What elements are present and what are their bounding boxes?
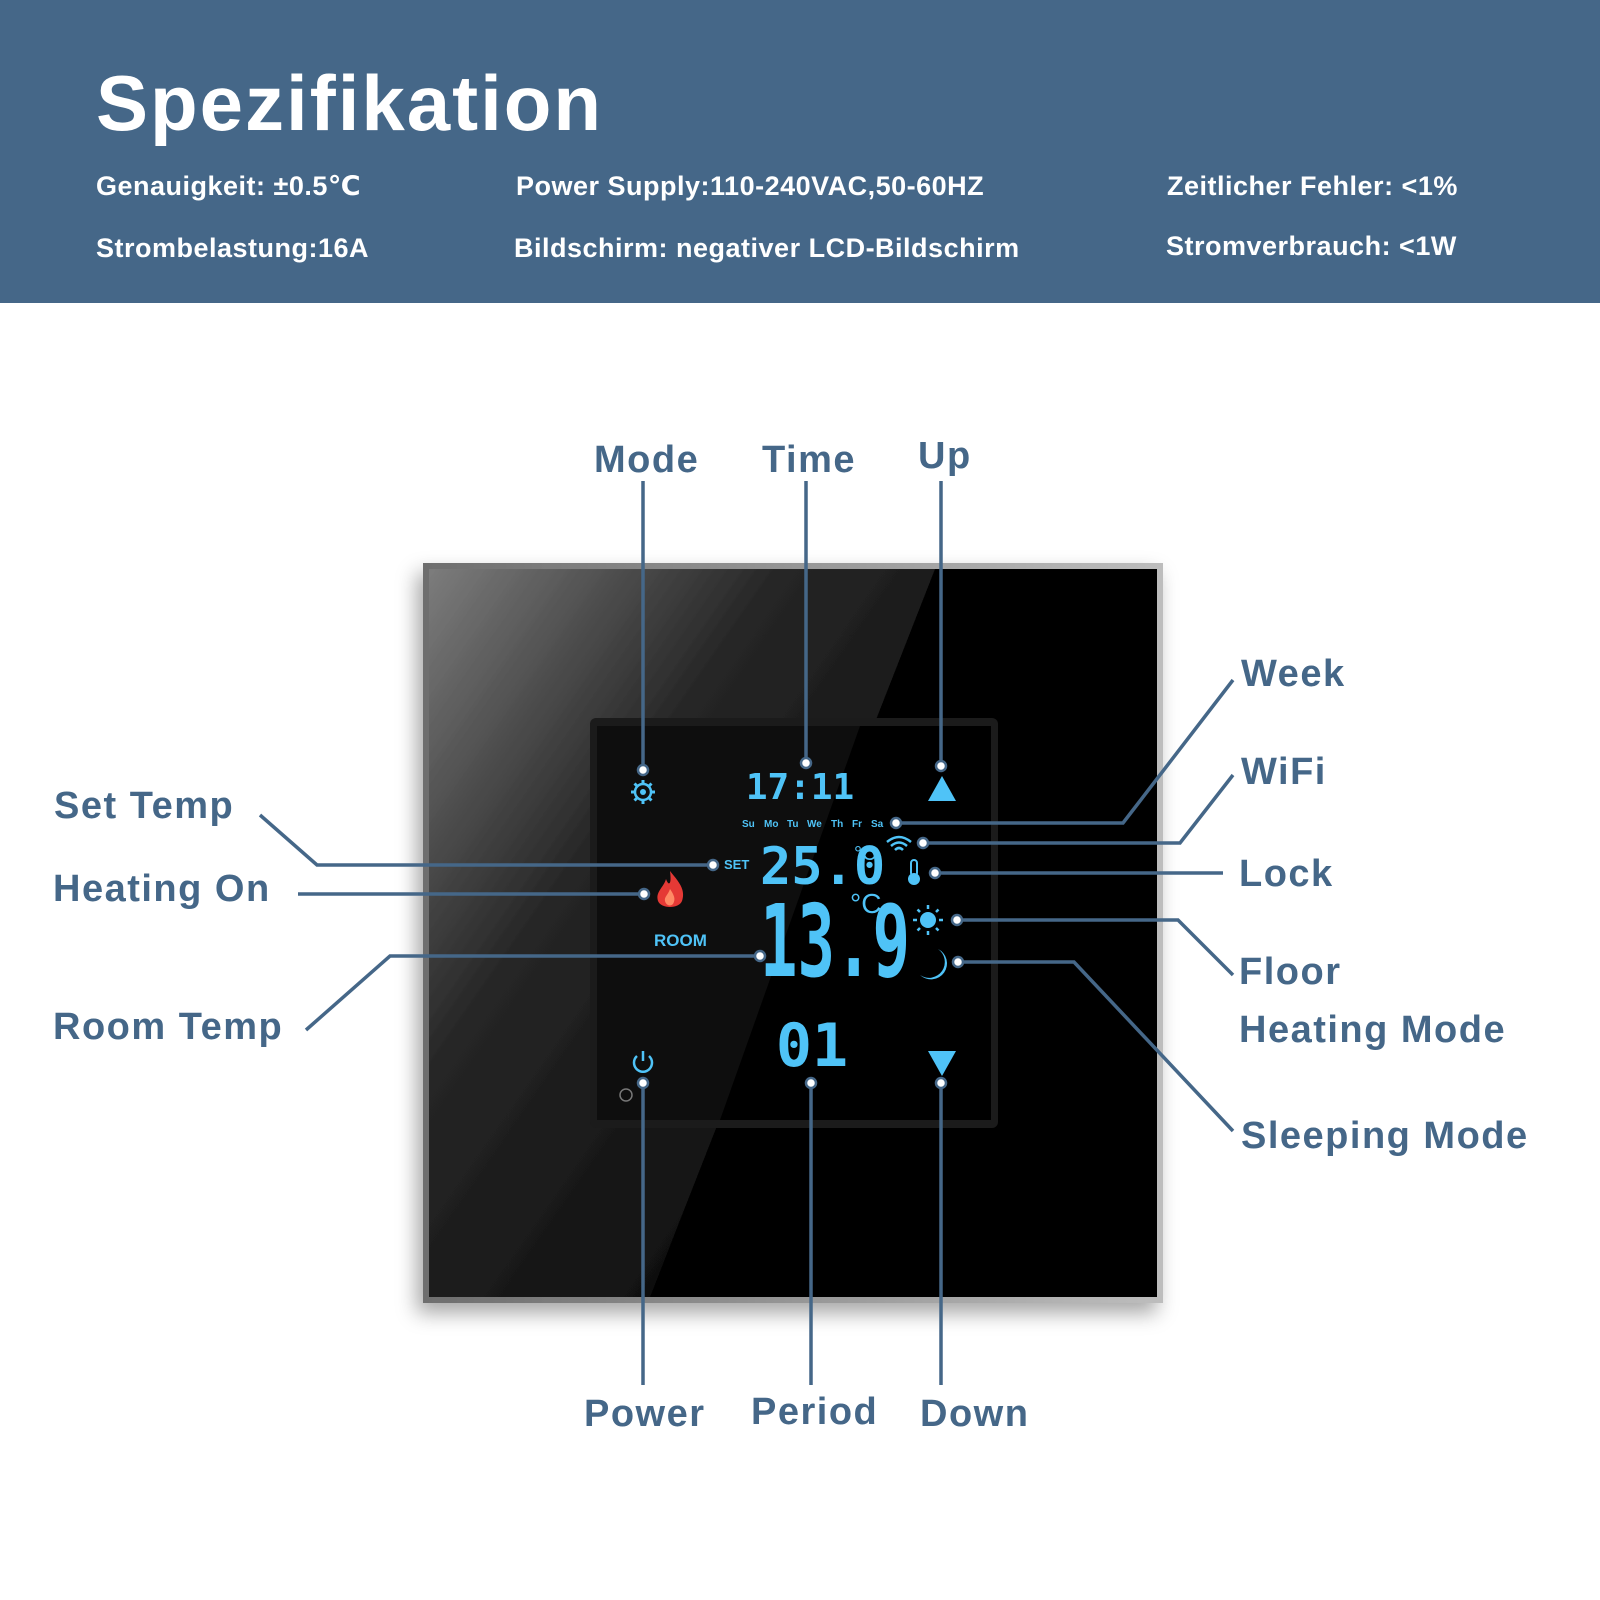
gear-icon[interactable] [631,780,655,804]
weekday-mo: Mo [764,819,778,830]
time-display: 17:11 [746,767,854,808]
weekday-fr: Fr [852,819,862,830]
label-lock: Lock [1239,853,1334,895]
label-heating-on: Heating On [53,868,271,910]
power-icon[interactable] [632,1051,654,1073]
spec-current-load: Strombelastung:16A [96,233,370,263]
callout-lines [258,481,1235,1385]
spec-accuracy: Genauigkeit: ±0.5℃ [96,171,362,201]
set-label: SET [724,857,749,872]
period-display: 01 [776,1011,848,1081]
weekday-sa: Sa [871,819,884,830]
room-temp-display: 13.9 [760,883,910,1000]
room-label: ROOM [654,931,707,950]
spec-power-consumption: Stromverbrauch: <1W [1166,231,1457,261]
spec-screen: Bildschirm: negativer LCD-Bildschirm [514,233,1020,263]
spec-power-supply: Power Supply:110-240VAC,50-60HZ [516,171,985,201]
weekday-th: Th [831,819,843,830]
sensor-dot [619,1088,633,1102]
weekday-su: Su [742,819,755,830]
set-temp-unit: °C [854,843,876,865]
page-title: Spezifikation [96,59,604,147]
spec-banner: Spezifikation Genauigkeit: ±0.5℃ Power S… [0,0,1600,303]
weekday-row: Su Mo Tu We Th Fr Sa [742,819,884,830]
down-arrow-icon[interactable] [928,1051,956,1076]
label-sleeping-mode: Sleeping Mode [1241,1115,1529,1157]
label-week: Week [1241,653,1346,695]
spec-time-error: Zeitlicher Fehler: <1% [1167,171,1458,201]
room-temp-unit: °C [850,888,881,919]
label-wifi: WiFi [1241,751,1327,793]
label-power: Power [584,1393,706,1435]
flame-icon [657,871,684,907]
label-up: Up [918,435,972,477]
weekday-we: We [807,819,822,830]
label-down: Down [920,1393,1030,1435]
sun-icon [913,905,943,935]
up-arrow-icon[interactable] [928,776,956,801]
callout-dots [636,756,965,1090]
label-period: Period [751,1391,879,1433]
label-room-temp: Room Temp [53,1006,284,1048]
set-temp-display: 25.0 [760,837,885,897]
label-mode: Mode [594,439,700,481]
label-floor-heating-mode-2: Heating Mode [1239,1009,1507,1051]
label-floor-heating-mode-1: Floor [1239,951,1342,993]
weekday-tu: Tu [787,819,798,830]
thermometer-icon [908,859,920,885]
wifi-icon [886,835,912,851]
label-set-temp: Set Temp [54,785,235,827]
label-time: Time [762,439,857,481]
